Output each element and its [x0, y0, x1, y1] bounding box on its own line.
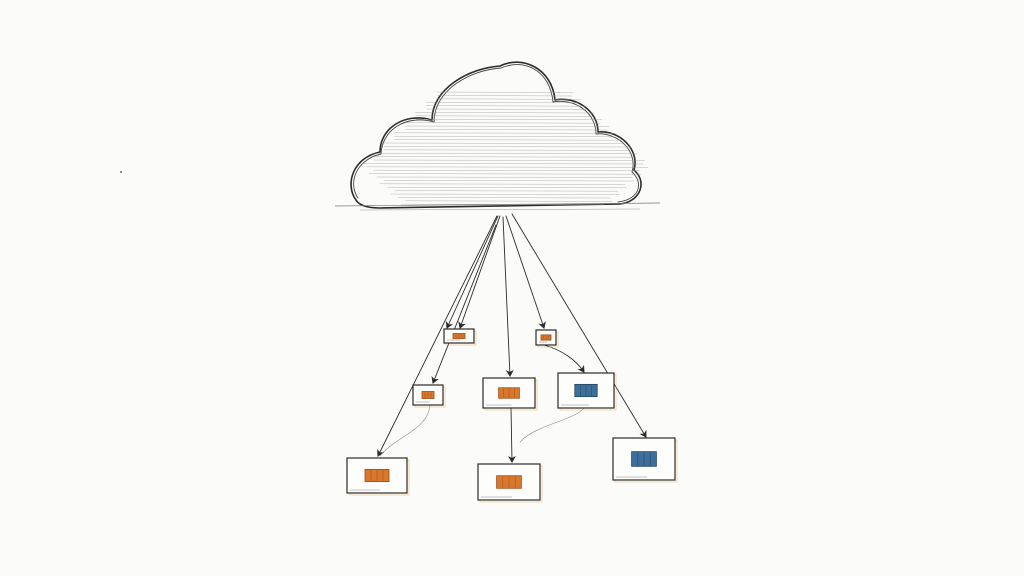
cloud-hatch-line	[393, 132, 617, 134]
cloud-hatch-line	[404, 125, 610, 127]
cloud-hatch-line	[376, 176, 633, 178]
cloud-hatch-line	[394, 135, 615, 138]
connection-lines	[377, 213, 647, 463]
cloud-hatch-line	[365, 166, 649, 168]
node-7-box	[477, 463, 543, 503]
cloud-hatch-line	[416, 118, 602, 121]
cloud-hatch-line	[437, 98, 581, 100]
edge-node-4-to-node-7	[519, 407, 585, 443]
cloud-hatch-line	[437, 95, 572, 97]
cloud-hatch-line	[361, 163, 644, 165]
node-4-box	[482, 377, 538, 411]
cloud-hatch-line	[387, 186, 627, 189]
node-1-box	[443, 328, 477, 346]
edge-cloud-to-node-8	[511, 213, 647, 438]
cloud-hatch-line	[404, 122, 601, 124]
cloud-hatch-line	[372, 152, 638, 155]
cloud-hatch-line	[384, 180, 634, 182]
edge-cloud-to-node-1	[445, 215, 499, 329]
cloud-hatch-line	[394, 190, 619, 192]
cloud-hatch-line	[415, 115, 594, 117]
cloud-hatch-line	[426, 105, 588, 107]
cloud-hatch-line	[383, 146, 631, 148]
cloud-hatch-line	[383, 142, 622, 144]
cloud-hatch-line	[426, 108, 587, 110]
node-8-box	[612, 437, 678, 483]
cloud-hatch-line	[405, 200, 613, 202]
cloud-hatch-line	[383, 149, 630, 151]
edge-node-4-to-node-7	[507, 407, 516, 463]
node-3-box	[412, 384, 446, 408]
cloud-hatch-line	[405, 129, 608, 131]
edge-node-2-to-node-5	[543, 344, 585, 373]
edge-node-3-to-node-6	[379, 404, 431, 457]
cloud-hatch-line	[369, 173, 641, 175]
cloud-hatch-line	[425, 101, 580, 104]
edge-cloud-to-node-4	[502, 216, 514, 377]
cloud-hatch-line	[415, 112, 595, 114]
cloud-hatch-line	[373, 159, 645, 161]
edge-node-2-to-node-3	[431, 224, 497, 384]
cloud-hatch-line	[372, 156, 637, 158]
cloud-icon	[334, 61, 661, 211]
node-6-box	[346, 457, 410, 496]
cloud-hatch-line	[379, 183, 626, 185]
edge-cloud-to-node-5	[505, 215, 546, 329]
edge-cloud-to-node-6	[377, 215, 498, 457]
cloud-hatch-line	[390, 193, 620, 195]
cloud-hatch-line	[436, 91, 574, 93]
edge-cloud-to-node-2	[458, 215, 501, 329]
node-5-box	[557, 372, 617, 411]
cloud-hatch-line	[394, 139, 624, 141]
node-2-box	[535, 329, 559, 348]
cloud-hatch-line	[398, 197, 611, 199]
cloud-hatch-line	[373, 169, 640, 172]
node-group	[346, 328, 678, 503]
pencil-dot	[120, 171, 122, 173]
